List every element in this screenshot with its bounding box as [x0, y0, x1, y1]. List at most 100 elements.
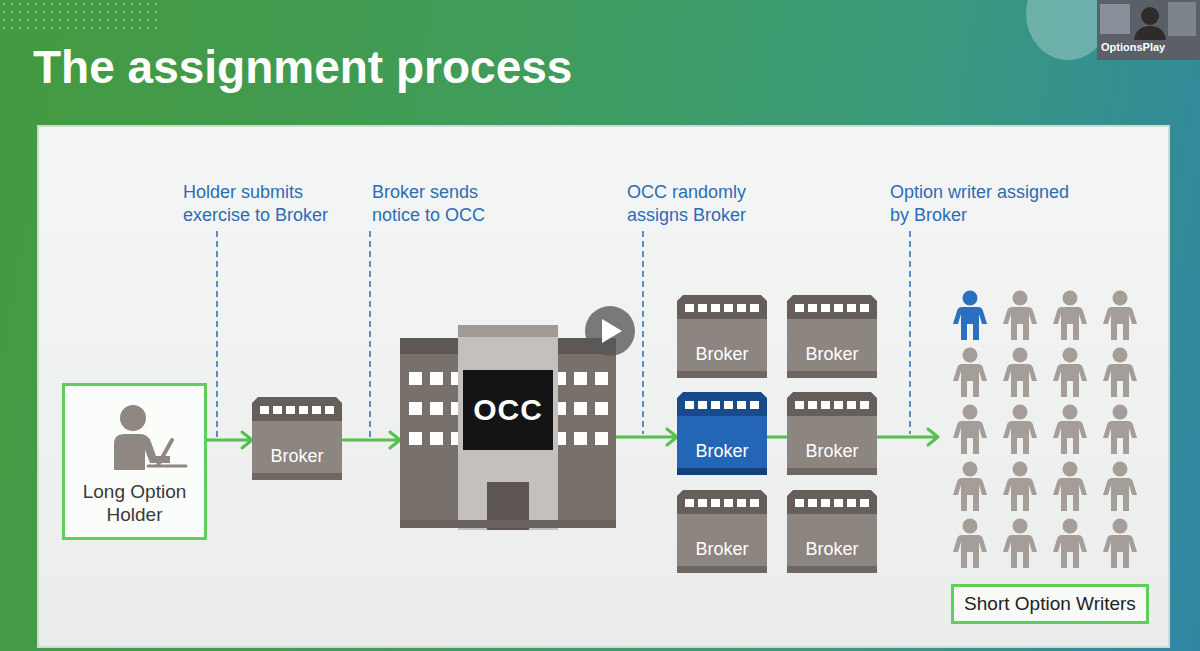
broker-building-art — [677, 295, 767, 378]
broker-building-art — [252, 397, 342, 480]
person-icon — [1003, 519, 1037, 569]
broker-building: Broker — [252, 397, 342, 480]
leader-line — [642, 231, 644, 434]
node-label: Short Option Writers — [951, 584, 1149, 624]
person-icon — [1053, 405, 1087, 455]
diagram-panel — [37, 125, 1170, 648]
step-annotation: Holder submits exercise to Broker — [183, 181, 333, 227]
node-label: Broker — [270, 445, 323, 467]
occ-building-art — [400, 325, 616, 530]
laptop-screen — [158, 440, 172, 465]
node-label: Broker — [695, 343, 748, 365]
person-icon — [1103, 519, 1137, 569]
node-label: Broker — [695, 538, 748, 560]
leader-line — [909, 231, 911, 434]
building-window — [574, 372, 587, 385]
node-label: Broker — [805, 538, 858, 560]
person-icon — [1103, 462, 1137, 512]
building-window — [574, 432, 587, 445]
building-window — [451, 372, 464, 385]
building-window — [409, 402, 422, 415]
person-icon — [953, 405, 987, 455]
diagram-title: The assignment process — [33, 40, 572, 94]
building-window — [451, 402, 464, 415]
broker-building: Broker — [677, 392, 767, 475]
step-annotation: OCC randomly assigns Broker — [627, 181, 777, 227]
play-circle — [585, 306, 635, 356]
writers-group: Short Option Writers — [938, 285, 1162, 624]
node-label: Broker — [695, 440, 748, 462]
building-window — [409, 432, 422, 445]
leader-line — [216, 231, 218, 437]
step-annotation: Option writer assigned by Broker — [890, 181, 1075, 227]
person-icon — [953, 519, 987, 569]
person-icon — [1053, 291, 1087, 341]
broker-building-art — [677, 392, 767, 475]
dot-pattern — [0, 0, 160, 34]
node-label: Broker — [805, 440, 858, 462]
building-window — [430, 432, 443, 445]
person-icon — [1053, 348, 1087, 398]
node-label: Long Option Holder — [75, 480, 195, 526]
laptop-base — [148, 465, 186, 468]
person-icon — [953, 348, 987, 398]
broker-building: Broker — [677, 490, 767, 573]
person-body — [114, 434, 170, 470]
broker-building: Broker — [787, 295, 877, 378]
flow-arrow — [616, 429, 677, 445]
building-roof — [458, 325, 558, 337]
watermark-label: OptionsPlay — [1101, 41, 1165, 54]
step-annotation: Broker sends notice to OCC — [372, 181, 512, 227]
building-door — [487, 482, 529, 530]
webcam-window — [1168, 2, 1196, 36]
webcam-thumbnail — [1097, 0, 1200, 60]
building-window — [595, 372, 608, 385]
broker-building: Broker — [787, 392, 877, 475]
person-icon — [953, 291, 987, 341]
person-icon — [1053, 519, 1087, 569]
building-window — [553, 402, 566, 415]
person-icon — [1003, 405, 1037, 455]
building-wing — [544, 338, 616, 526]
webcam-window — [1100, 4, 1130, 34]
person-icon — [953, 462, 987, 512]
building-window — [553, 372, 566, 385]
building-roof — [544, 338, 616, 354]
building-window — [430, 372, 443, 385]
building-sign — [463, 370, 553, 450]
clearing-house-building: OCC — [400, 325, 616, 530]
building-base — [400, 520, 616, 528]
person-icon — [1103, 405, 1137, 455]
broker-building-art — [787, 295, 877, 378]
broker-building-art — [787, 490, 877, 573]
building-window — [595, 432, 608, 445]
building-window — [574, 402, 587, 415]
broker-building: Broker — [787, 490, 877, 573]
building-window — [451, 432, 464, 445]
building-window — [409, 372, 422, 385]
person-icon — [1103, 348, 1137, 398]
video-play-button — [585, 306, 635, 356]
holder-box: Long Option Holder — [62, 383, 207, 540]
light-blob — [1026, 0, 1110, 60]
person-icon — [1103, 291, 1137, 341]
broker-building: Broker — [677, 295, 767, 378]
building-wing — [400, 338, 472, 526]
building-tower — [458, 325, 558, 530]
flow-arrow — [342, 432, 400, 448]
webcam-person — [1134, 26, 1166, 40]
person-head — [120, 405, 146, 431]
person-icon — [1003, 291, 1037, 341]
building-window — [553, 432, 566, 445]
node-label: OCC — [473, 393, 543, 427]
holder-icon — [114, 405, 186, 470]
building-window — [430, 402, 443, 415]
people-grid — [953, 291, 1137, 569]
person-icon — [1003, 462, 1037, 512]
person-icon — [1003, 348, 1037, 398]
